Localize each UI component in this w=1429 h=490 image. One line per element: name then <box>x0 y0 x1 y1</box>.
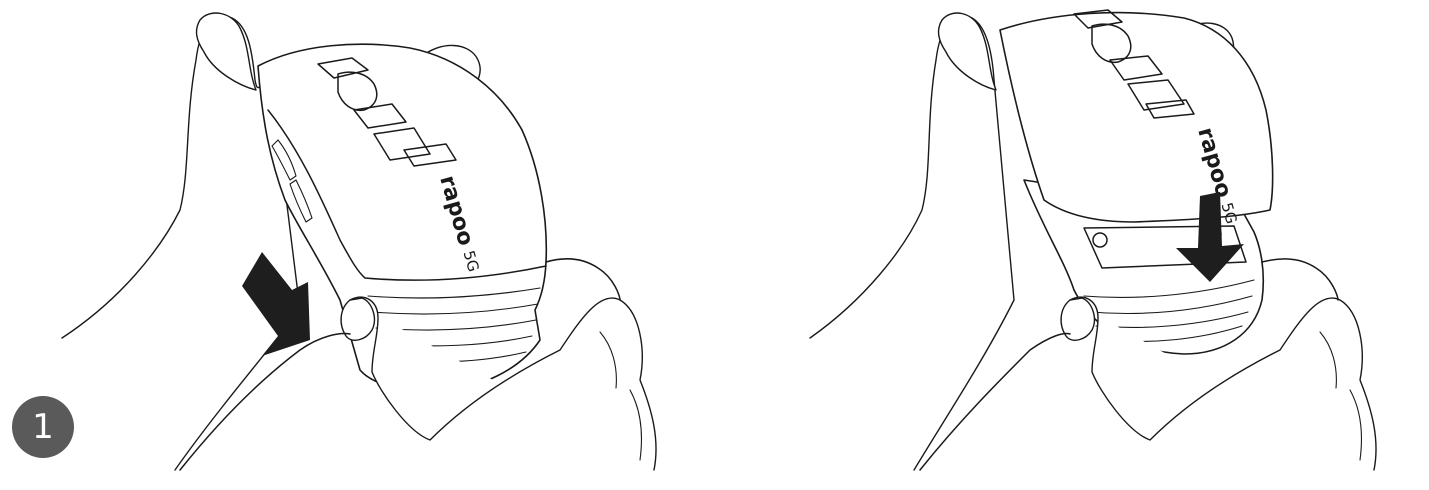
illustration-right: rapoo 5G <box>714 0 1429 490</box>
illustration-left: rapoo 5G <box>0 0 714 490</box>
right-front-fingers <box>1262 259 1338 300</box>
right-illustration-svg: rapoo 5G <box>714 0 1429 490</box>
step-number-badge: 1 <box>12 396 74 458</box>
left-front-fingers <box>546 259 620 300</box>
left-illustration-svg: rapoo 5G <box>0 0 714 490</box>
